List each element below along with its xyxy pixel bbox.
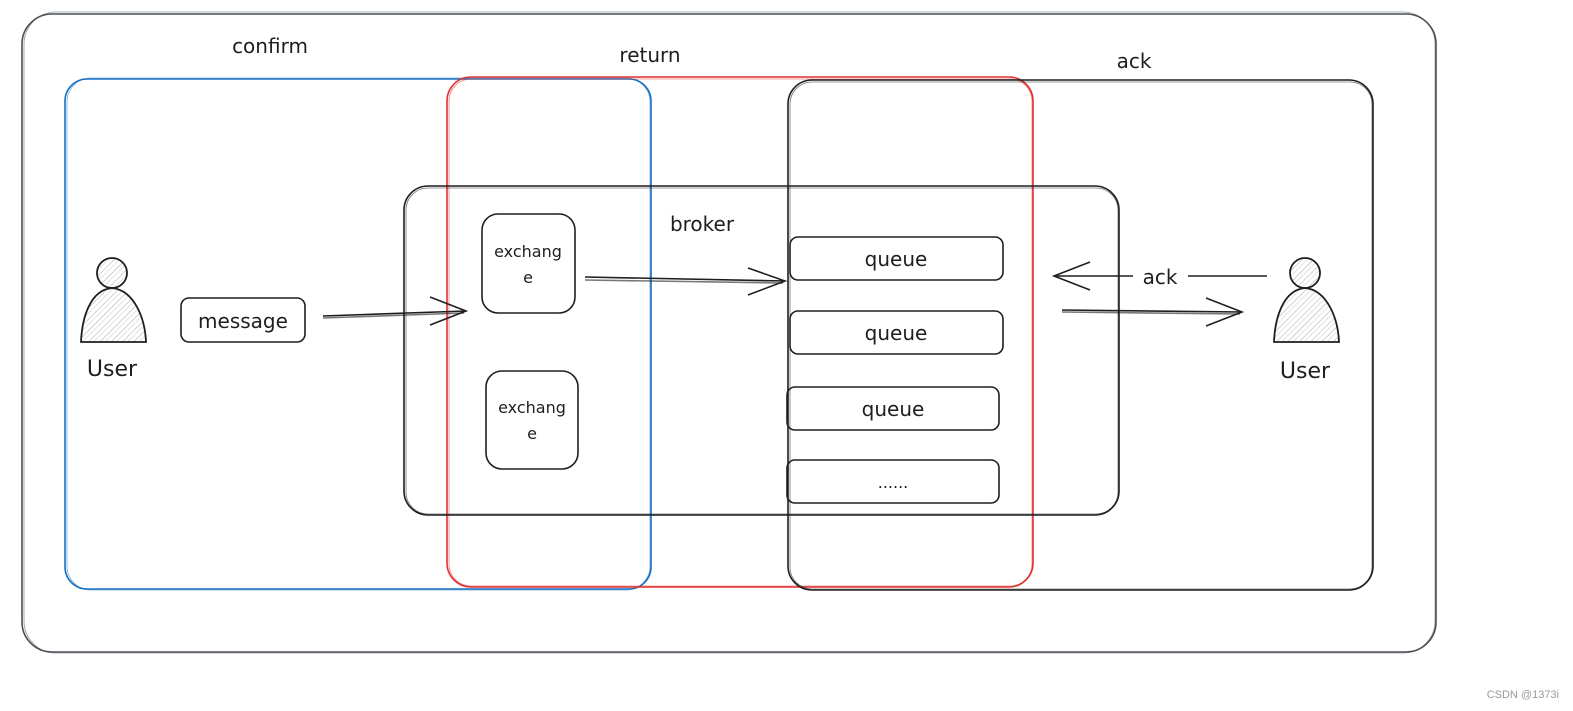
exchange-2-label-line1: exchang	[498, 398, 566, 417]
user-left-label: User	[87, 357, 138, 382]
exchange-box-2	[485, 370, 579, 470]
confirm-region	[64, 78, 652, 590]
queue-more-label: ......	[878, 473, 909, 492]
return-label: return	[619, 43, 680, 67]
queue-3-label: queue	[862, 397, 925, 421]
queue-1-label: queue	[865, 247, 928, 271]
return-region	[446, 76, 1034, 588]
exchange-1-label-line2: e	[523, 268, 533, 287]
outer-frame	[21, 13, 1437, 653]
queue-box-1	[789, 236, 1004, 281]
exchange-1-label-line1: exchang	[494, 242, 562, 261]
ack-region-label: ack	[1117, 49, 1152, 73]
broker-box	[403, 185, 1120, 516]
exchange-2-label-line2: e	[527, 424, 537, 443]
exchange-box-1	[481, 213, 576, 314]
message-box	[180, 297, 306, 343]
arrow-message-to-exchange	[322, 296, 469, 326]
user-right-icon	[1273, 257, 1340, 343]
queue-box-3	[786, 386, 1000, 431]
arrow-ack	[1051, 261, 1267, 291]
queue-box-more	[786, 459, 1000, 504]
message-label: message	[198, 309, 288, 333]
broker-label: broker	[670, 212, 735, 236]
queue-box-2	[789, 310, 1004, 355]
ack-arrow-label: ack	[1143, 265, 1178, 289]
arrow-queue-to-consumer	[1061, 297, 1245, 327]
ack-region	[787, 79, 1374, 591]
user-right-label: User	[1280, 359, 1331, 384]
queue-2-label: queue	[865, 321, 928, 345]
arrow-exchange-to-queue	[584, 267, 788, 296]
user-left-icon	[80, 257, 147, 343]
watermark: CSDN @1373i	[1486, 689, 1559, 701]
confirm-label: confirm	[232, 34, 308, 58]
